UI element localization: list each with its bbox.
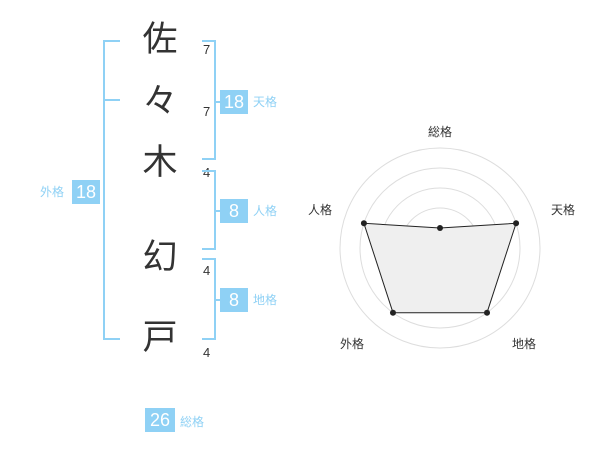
radar-label-soukaku: 総格 <box>427 125 452 139</box>
gaikaku-value: 18 <box>72 180 100 204</box>
radar-label-jinkaku: 人格 <box>307 203 332 217</box>
stroke-count-2: 7 <box>203 104 211 119</box>
gaikaku-bracket <box>103 40 120 340</box>
name-char-2: 々 <box>142 82 178 122</box>
name-char-3: 木 <box>142 143 178 183</box>
gaikaku-bracket-tick <box>103 99 120 101</box>
chikaku-bracket-tick <box>214 299 220 301</box>
radar-label-chikaku: 地格 <box>511 337 536 351</box>
stroke-count-4: 4 <box>203 263 211 278</box>
radar-point-jinkaku <box>360 220 367 227</box>
jinkaku-value: 8 <box>220 199 248 223</box>
radar-grid-ring <box>359 167 521 329</box>
tenkaku-bracket-tick <box>214 101 220 103</box>
name-char-4: 幻 <box>142 238 178 278</box>
radar-shape <box>363 222 517 314</box>
radar-point-soukaku <box>437 225 443 231</box>
jinkaku-label: 人格 <box>253 204 278 218</box>
soukaku-value: 26 <box>145 408 175 432</box>
jinkaku-bracket-tick <box>214 210 220 212</box>
name-char-5: 戸 <box>142 318 178 358</box>
stroke-count-1: 7 <box>203 42 211 57</box>
gaikaku-label: 外格 <box>40 185 65 199</box>
chikaku-value: 8 <box>220 288 248 312</box>
tenkaku-value: 18 <box>220 90 248 114</box>
radar-point-chikaku <box>484 309 491 316</box>
name-char-1: 佐 <box>142 20 178 60</box>
radar-grid-ring <box>339 147 541 349</box>
radar-point-tenkaku <box>513 220 520 227</box>
radar-label-tenkaku: 天格 <box>550 203 575 217</box>
soukaku-label: 総格 <box>180 415 205 429</box>
tenkaku-label: 天格 <box>253 95 278 109</box>
stroke-count-3: 4 <box>203 165 211 180</box>
radar-point-gaikaku <box>389 309 396 316</box>
chikaku-label: 地格 <box>253 293 278 307</box>
tenkaku-bracket <box>202 40 216 160</box>
stroke-count-5: 4 <box>203 345 211 360</box>
radar-label-gaikaku: 外格 <box>339 337 364 351</box>
